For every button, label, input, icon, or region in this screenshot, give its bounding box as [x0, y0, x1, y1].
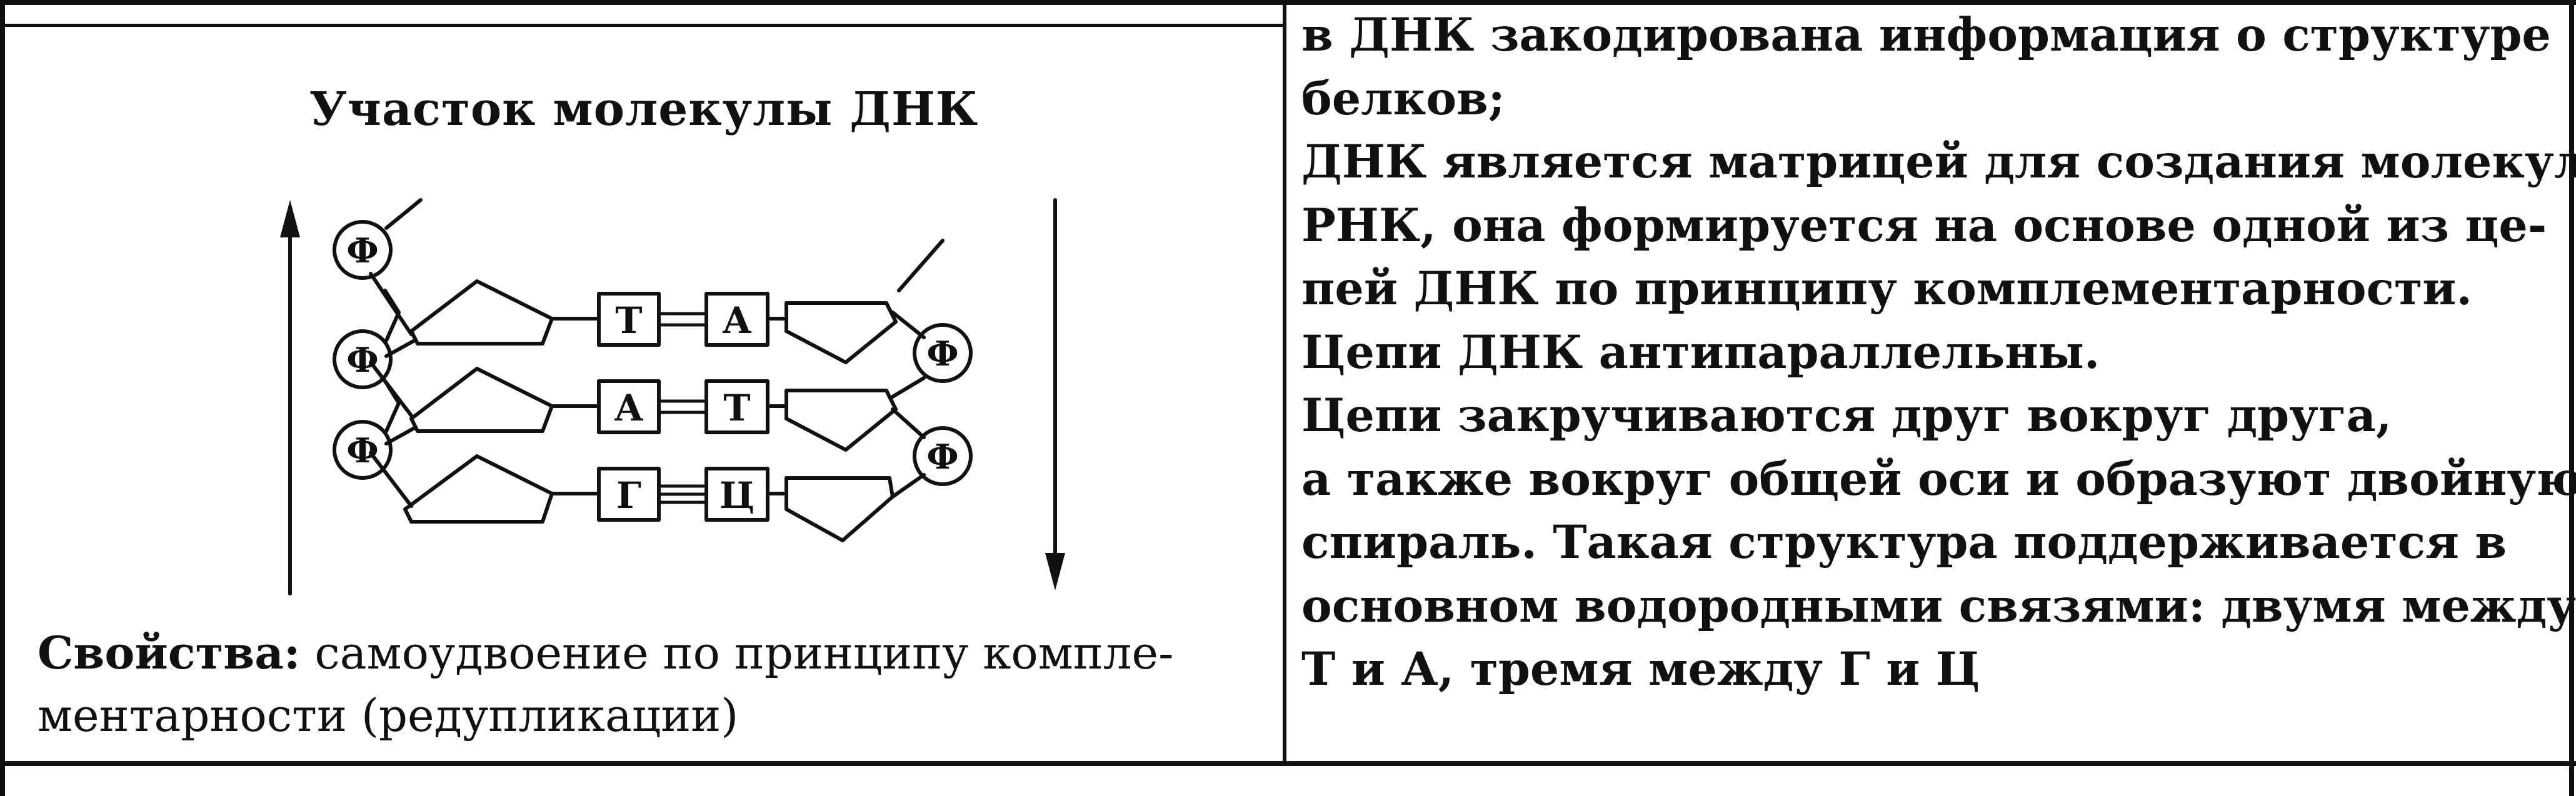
sugar-pentagon-right-2 — [784, 389, 898, 452]
base-label-right-3: Ц — [719, 474, 754, 517]
base-label-left-2: А — [614, 387, 643, 429]
base-label-left-1: Т — [615, 299, 642, 342]
sugar-pentagon-left-2 — [409, 367, 554, 433]
description-line: Цепи ДНК антипараллельны. — [1301, 325, 2100, 379]
description-line: спираль. Такая структура поддерживается … — [1301, 515, 2507, 569]
hydrogen-bonds-pair-2 — [657, 399, 708, 414]
base-label-left-3: Г — [616, 474, 641, 517]
table-border-bottom — [0, 761, 2576, 766]
sugar-pentagon-right-1 — [784, 301, 898, 364]
phosphate-label: Ф — [926, 334, 958, 374]
properties-line-2: ментарности (редупликации) — [38, 689, 739, 742]
left-strand-backbone-connector — [383, 289, 401, 433]
properties-line-1: Свойства: самоудвоение по принципу компл… — [38, 622, 1275, 684]
base-box-left-2 — [597, 379, 661, 434]
description-line: в ДНК закодирована информация о структур… — [1301, 8, 2551, 62]
phosphate-label: Ф — [346, 340, 378, 380]
base-label-right-2: Т — [723, 387, 750, 429]
properties-label: Свойства: — [38, 626, 301, 679]
base-box-right-2 — [704, 379, 769, 434]
description-line: белков; — [1301, 71, 1505, 126]
right-strand-backbone — [891, 311, 926, 499]
properties-text-part-1: самоудвоение по принципу компле- — [300, 627, 1174, 679]
description-text: в ДНК закодирована информация о структур… — [1301, 4, 2576, 702]
properties-text: Свойства: самоудвоение по принципу компл… — [38, 622, 1275, 747]
description-line: Цепи закручиваются друг вокруг друга, — [1301, 389, 2392, 442]
base-box-right-1 — [704, 292, 769, 347]
table-border-inner-top — [0, 24, 1285, 27]
dna-segment-diagram: Ф Ф Ф Ф Ф Т А А Т Г Ц — [280, 198, 1065, 595]
arrow-head-down-icon — [1045, 553, 1065, 590]
phosphate-left-2 — [333, 329, 393, 389]
phosphate-label: Ф — [926, 437, 958, 477]
table-border-right — [2569, 0, 2574, 796]
right-strand-tail — [897, 239, 945, 292]
sugar-pentagon-left-3 — [403, 454, 554, 524]
hydrogen-bonds-pair-1 — [657, 312, 708, 327]
base-label-right-1: А — [722, 299, 751, 342]
hydrogen-bonds-pair-3 — [657, 484, 708, 504]
phosphate-left-1 — [333, 220, 393, 280]
description-line: основном водородными связями: двумя межд… — [1301, 579, 2576, 633]
description-line: Т и А, тремя между Г и Ц — [1301, 642, 1980, 696]
arrow-head-up-icon — [280, 200, 300, 237]
description-line: ДНК является матрицей для создания молек… — [1301, 135, 2576, 189]
left-strand-tail — [384, 198, 423, 230]
description-line: РНК, она формируется на основе одной из … — [1301, 198, 2547, 252]
table-border-left — [0, 0, 5, 796]
sugar-pentagon-right-3 — [784, 476, 895, 542]
phosphate-left-3 — [333, 420, 393, 480]
description-cell: в ДНК закодирована информация о структур… — [1286, 0, 2576, 761]
phosphate-right-2 — [913, 426, 973, 486]
table-border-top — [0, 0, 2576, 5]
diagram-cell: Участок молекулы ДНК — [5, 25, 1283, 761]
description-line: пей ДНК по принципу комплементарности. — [1301, 262, 2472, 316]
phosphate-label: Ф — [346, 231, 378, 271]
phosphate-right-1 — [913, 323, 973, 383]
phosphate-label: Ф — [346, 430, 378, 470]
base-box-left-1 — [597, 292, 661, 347]
sugar-pentagon-left-1 — [409, 279, 554, 346]
description-line: а также вокруг общей оси и образуют двой… — [1301, 452, 2576, 506]
diagram-title: Участок молекулы ДНК — [309, 82, 979, 136]
table-column-divider — [1283, 0, 1286, 766]
